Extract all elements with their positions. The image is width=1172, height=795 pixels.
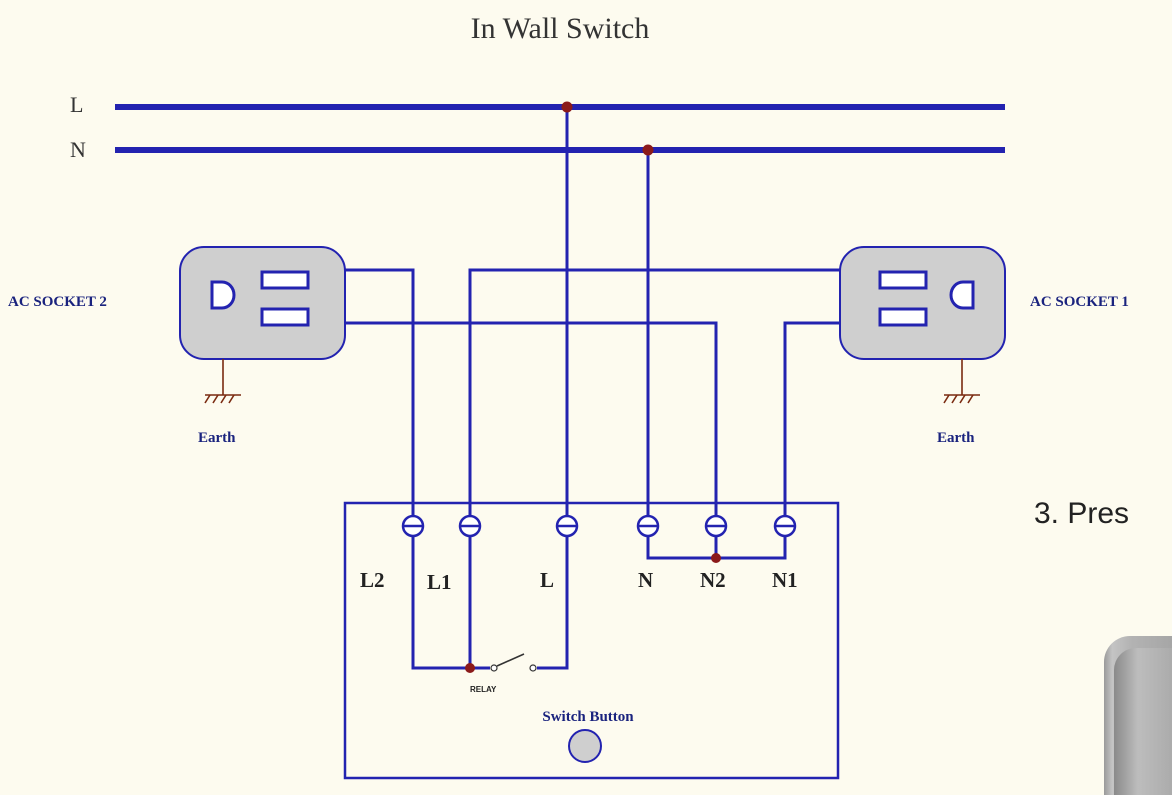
terminal-label-n1: N1 bbox=[772, 568, 798, 592]
socket-2-earth-label: Earth bbox=[198, 430, 236, 446]
terminal-l2-icon bbox=[401, 514, 425, 538]
socket-2-slot-bottom bbox=[260, 307, 310, 327]
ac-socket-2 bbox=[179, 246, 346, 360]
neutral-rail-label: N bbox=[70, 137, 86, 162]
socket-1-body bbox=[839, 246, 1006, 360]
socket-2-label: AC SOCKET 2 bbox=[8, 294, 107, 310]
socket-2-earth-slot bbox=[210, 280, 236, 310]
junction-live bbox=[561, 101, 573, 113]
socket-1-label: AC SOCKET 1 bbox=[1030, 294, 1129, 310]
terminal-l1-icon bbox=[458, 514, 482, 538]
live-rail-label: L bbox=[70, 92, 83, 117]
wire-socket2-to-L2 bbox=[345, 268, 415, 522]
terminal-l-icon bbox=[555, 514, 579, 538]
switch-button-label: Switch Button bbox=[542, 709, 634, 725]
switch-module-box bbox=[343, 501, 840, 780]
relay-label: RELAY bbox=[470, 685, 497, 694]
terminal-label-n2: N2 bbox=[700, 568, 726, 592]
wire-L2-to-relay bbox=[411, 530, 490, 670]
wire-live-to-L bbox=[537, 107, 569, 670]
diagram-title: In Wall Switch bbox=[471, 12, 650, 45]
switch-button[interactable] bbox=[568, 729, 602, 763]
socket-1-earth-label: Earth bbox=[937, 430, 975, 446]
socket-1-slot-top bbox=[878, 270, 928, 290]
wire-socket1-to-N1 bbox=[783, 321, 840, 522]
terminal-label-l: L bbox=[540, 568, 554, 592]
device-photo bbox=[1104, 636, 1172, 795]
earth-icon bbox=[204, 359, 241, 404]
socket-1-earth-slot bbox=[949, 280, 975, 310]
junction-neutral bbox=[642, 144, 654, 156]
socket-2-slot-top bbox=[260, 270, 310, 290]
terminal-n1-icon bbox=[773, 514, 797, 538]
junction-n2 bbox=[711, 553, 721, 563]
earth-icon bbox=[943, 359, 980, 404]
junction-relay bbox=[465, 663, 475, 673]
wiring bbox=[345, 107, 840, 670]
ac-socket-1 bbox=[839, 246, 1006, 360]
instruction-caption: 3. Pres bbox=[1034, 497, 1130, 530]
relay-contact-icon bbox=[490, 653, 537, 672]
terminal-label-n: N bbox=[638, 568, 653, 592]
terminal-n-icon bbox=[636, 514, 660, 538]
terminal-label-l2: L2 bbox=[360, 568, 385, 592]
terminal-n2-icon bbox=[704, 514, 728, 538]
wire-socket2-to-N2 bbox=[345, 321, 718, 522]
terminal-label-l1: L1 bbox=[427, 570, 452, 594]
socket-1-slot-bottom bbox=[878, 307, 928, 327]
socket-2-body bbox=[179, 246, 346, 360]
device-photo-face bbox=[1114, 648, 1172, 795]
wire-L1-to-socket1 bbox=[468, 268, 840, 522]
terminal-screws bbox=[401, 514, 797, 538]
